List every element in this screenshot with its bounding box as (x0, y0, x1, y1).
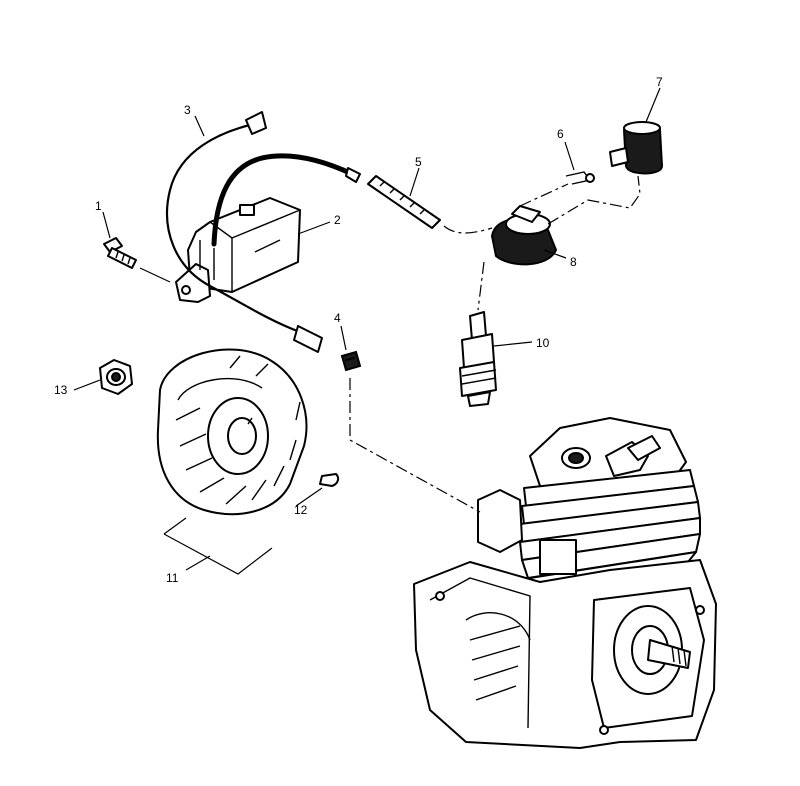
ht-lead-part-3[interactable] (165, 111, 323, 353)
nut-part-13[interactable] (99, 359, 133, 395)
clip-part-6[interactable] (565, 171, 595, 185)
callout-13: 13 (54, 383, 68, 397)
engine-block (413, 417, 717, 749)
grommet-part-8[interactable] (490, 205, 558, 266)
callout-11: 11 (166, 571, 179, 585)
sleeve-part-5[interactable] (367, 175, 441, 229)
callout-7: 7 (656, 75, 663, 89)
leader-lines (73, 87, 661, 575)
key-part-12[interactable] (319, 473, 340, 487)
callout-12: 12 (294, 503, 308, 517)
callout-8: 8 (570, 255, 577, 269)
callout-5: 5 (415, 155, 422, 169)
callout-1: 1 (95, 199, 102, 213)
callout-4: 4 (334, 311, 341, 325)
callout-labels: 1 2 3 4 5 6 7 8 10 11 12 13 (54, 75, 663, 585)
ground-wire (211, 153, 361, 247)
screw-part-1[interactable] (103, 237, 137, 269)
plug-cap-part-7[interactable] (609, 121, 664, 175)
callout-6: 6 (557, 127, 564, 141)
spark-plug-part-10[interactable] (459, 311, 497, 407)
callout-10: 10 (536, 336, 550, 350)
terminal-part-4[interactable] (340, 350, 362, 372)
assembly-lines (349, 175, 641, 513)
ignition-coil-part-2[interactable] (175, 197, 301, 303)
callout-2: 2 (334, 213, 341, 227)
callout-3: 3 (184, 103, 191, 117)
flywheel-part-11[interactable] (156, 348, 308, 516)
